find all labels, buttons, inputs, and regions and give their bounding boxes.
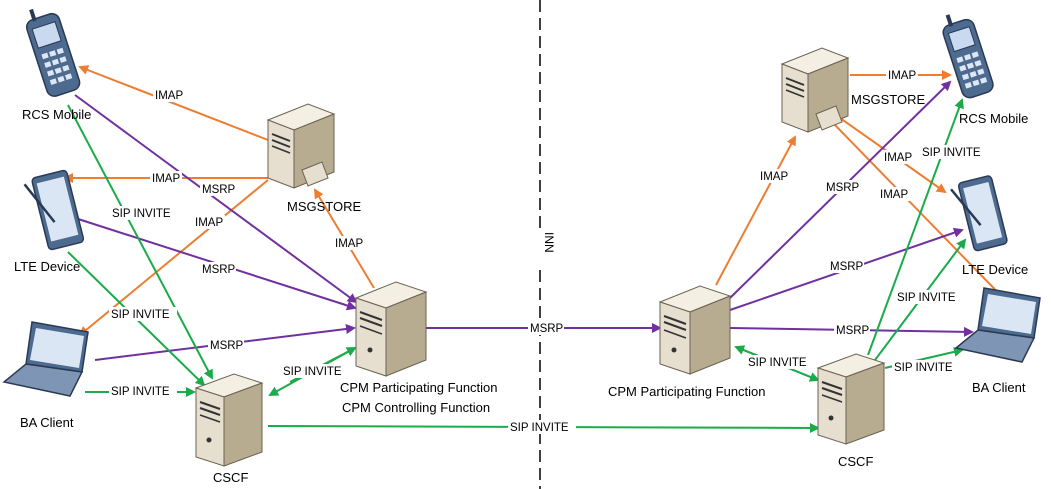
cscf-right-label: CSCF <box>838 454 873 469</box>
server-icon <box>354 281 428 377</box>
sip-invite-label: SIP INVITE <box>112 208 171 220</box>
sip-edge <box>67 104 213 380</box>
imap-label: IMAP <box>155 90 183 102</box>
inn-label: INN <box>542 232 556 253</box>
mobile-phone-icon <box>25 8 81 97</box>
msrp-label: MSRP <box>202 184 236 196</box>
imap-edge <box>78 65 269 141</box>
rcs-mobile-left-label: RCS Mobile <box>22 107 91 122</box>
storage-server-icon <box>266 103 336 189</box>
laptop-icon <box>2 321 89 397</box>
edge-labels: IMAP IMAP MSRP IMAP SIP INVITE IMAP MSRP… <box>109 68 988 434</box>
sip-edge <box>867 98 964 356</box>
imap-label: IMAP <box>335 238 363 250</box>
ba-client-left-label: BA Client <box>20 415 74 430</box>
msrp-label: MSRP <box>826 182 860 194</box>
server-icon <box>194 373 264 467</box>
sip-invite-label: SIP INVITE <box>510 422 569 434</box>
msrp-label: MSRP <box>530 323 564 335</box>
imap-label: IMAP <box>888 70 916 82</box>
msrp-edge <box>74 94 358 304</box>
cscf-left-label: CSCF <box>213 470 248 485</box>
imap-label: IMAP <box>760 171 788 183</box>
sip-invite-label: SIP INVITE <box>922 147 981 159</box>
msgstore-left-label: MSGSTORE <box>287 199 361 214</box>
cpm-left-label-line2: CPM Controlling Function <box>342 400 490 415</box>
imap-edge <box>834 124 1017 312</box>
msrp-label: MSRP <box>830 261 864 273</box>
msgstore-right-label: MSGSTORE <box>851 92 925 107</box>
sip-invite-label: SIP INVITE <box>283 366 342 378</box>
sip-invite-label: SIP INVITE <box>748 357 807 369</box>
server-icon <box>658 285 732 375</box>
cpm-right-label: CPM Participating Function <box>608 384 766 399</box>
laptop-icon <box>954 287 1041 363</box>
sip-invite-label: SIP INVITE <box>111 309 170 321</box>
sip-invite-label: SIP INVITE <box>894 362 953 374</box>
storage-server-icon <box>780 47 850 133</box>
ba-client-right-label: BA Client <box>972 380 1026 395</box>
imap-label: IMAP <box>880 189 908 201</box>
msrp-label: MSRP <box>210 340 244 352</box>
cpm-left-label-line1: CPM Participating Function <box>340 380 498 395</box>
msrp-label: MSRP <box>836 325 870 337</box>
rcs-mobile-right-label: RCS Mobile <box>959 111 1028 126</box>
lte-device-left-label: LTE Device <box>14 259 80 274</box>
imap-label: IMAP <box>152 173 180 185</box>
imap-edge <box>715 135 796 286</box>
tablet-icon <box>23 169 85 251</box>
msrp-label: MSRP <box>202 264 236 276</box>
imap-label: IMAP <box>884 152 912 164</box>
sip-invite-label: SIP INVITE <box>111 386 170 398</box>
sip-invite-label: SIP INVITE <box>897 292 956 304</box>
mobile-phone-icon <box>942 14 994 99</box>
lte-device-right-label: LTE Device <box>962 262 1028 277</box>
server-icon <box>816 353 886 445</box>
imap-label: IMAP <box>195 217 223 229</box>
tablet-icon <box>950 175 1008 252</box>
